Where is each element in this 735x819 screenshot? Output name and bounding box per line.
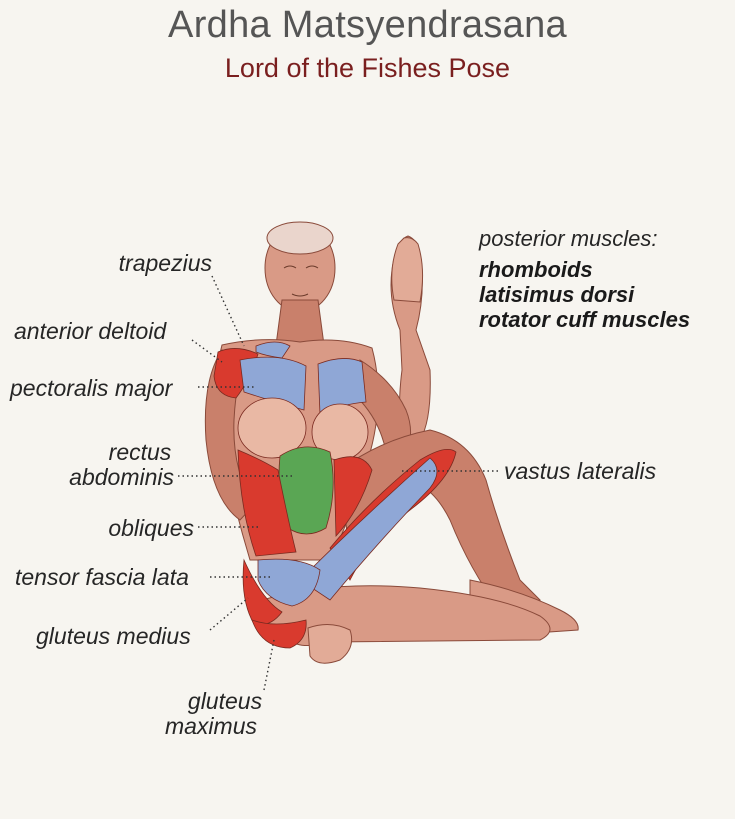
posterior-item-latisimus-dorsi: latisimus dorsi: [479, 282, 635, 307]
diagram-title: Ardha Matsyendrasana: [168, 4, 567, 46]
label-anterior-deltoid: anterior deltoid: [14, 318, 167, 344]
muscle-obliques-left: [237, 449, 297, 557]
muscle-obliques-right: [333, 456, 373, 537]
left-eye: [283, 265, 297, 269]
label-rectus: rectus: [108, 439, 172, 465]
muscle-pectoralis-major-left: [239, 356, 307, 411]
leader-gluteus-medius: [209, 597, 249, 631]
posterior-item-rotator-cuff: rotator cuff muscles: [479, 307, 691, 332]
muscle-gluteus-medius: [242, 558, 283, 626]
muscle-gluteus-maximus: [251, 619, 307, 649]
leader-anterior-deltoid: [191, 339, 223, 363]
label-maximus: maximus: [164, 713, 257, 739]
muscle-thigh-blue: [299, 457, 438, 601]
label-abdominis: abdominis: [69, 464, 174, 490]
highlighted-muscles: [213, 341, 457, 649]
neck: [275, 299, 325, 346]
label-obliques: obliques: [108, 515, 194, 541]
diagram-subtitle: Lord of the Fishes Pose: [224, 53, 511, 83]
label-tensor-fascia-lata: tensor fascia lata: [15, 564, 189, 590]
label-gluteus: gluteus: [187, 688, 263, 714]
posterior-muscles-heading: posterior muscles:: [479, 226, 658, 251]
label-gluteus-medius: gluteus medius: [36, 623, 191, 649]
bottom-foot: [307, 624, 353, 664]
raised-hand: [391, 237, 424, 303]
posterior-item-rhomboids: rhomboids: [479, 257, 593, 282]
leader-gluteus-maximus: [263, 639, 275, 691]
label-vastus-lateralis: vastus lateralis: [504, 458, 657, 484]
label-trapezius: trapezius: [118, 250, 212, 276]
muscle-tensor-fascia-lata: [257, 558, 321, 607]
leader-lines: [178, 275, 500, 691]
left-arm: [204, 349, 255, 521]
right-upper-arm: [355, 359, 412, 453]
cranium: [266, 221, 334, 255]
label-pectoralis-major: pectoralis major: [10, 375, 173, 401]
muscle-trapezius: [255, 341, 291, 359]
mouth: [291, 293, 309, 297]
breast-left: [237, 397, 307, 459]
leader-trapezius: [211, 275, 245, 347]
posterior-muscles-list: rhomboids latisimus dorsi rotator cuff m…: [479, 257, 690, 332]
right-eye: [305, 265, 319, 269]
face-features: [283, 265, 319, 297]
